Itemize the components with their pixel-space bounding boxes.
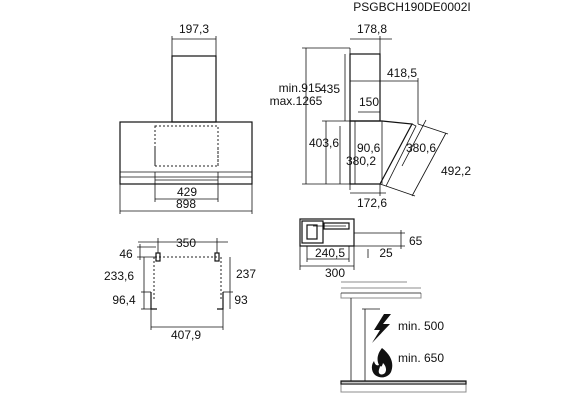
dim-top-height: 65 xyxy=(354,230,423,249)
dim-total-height: min.915 max.1265 xyxy=(270,47,350,185)
dim-top-outer-width: 300 xyxy=(299,246,355,280)
dim-bracket-bottom-width-value: 407,9 xyxy=(171,328,201,342)
dim-top-offset-value: 25 xyxy=(379,246,393,260)
dim-top-inner-width-value: 240,5 xyxy=(315,246,345,260)
dim-bracket-left-bottom-value: 96,4 xyxy=(112,293,136,307)
dim-glass-width-value: 492,2 xyxy=(441,164,471,178)
top-view-body xyxy=(299,218,355,247)
dim-chimney-height: 435 xyxy=(320,54,346,121)
dim-bracket-right-bottom-value: 93 xyxy=(234,293,248,307)
dim-top-inner-width: 240,5 xyxy=(306,246,350,262)
dim-bracket-bottom-width: 407,9 xyxy=(150,309,224,342)
dim-side-depth-top-value: 178,8 xyxy=(357,22,387,36)
dim-inner-width-value: 429 xyxy=(177,185,197,199)
dim-bottom-depth: 172,6 xyxy=(350,184,387,210)
dim-bracket-left-bottom: 96,4 xyxy=(112,292,151,310)
dim-inner-height-value: 380,2 xyxy=(346,154,376,168)
bracket-right xyxy=(217,292,224,310)
dim-top-outer-width-value: 300 xyxy=(325,266,345,280)
dim-outlet-value: 150 xyxy=(359,95,379,109)
dim-bracket-top-offset-value: 46 xyxy=(119,247,133,261)
flame-icon xyxy=(371,348,393,378)
dim-glass-depth-value: 418,5 xyxy=(387,66,417,80)
dim-bracket-right-bottom: 93 xyxy=(229,292,248,309)
front-view: 197,3 429 898 xyxy=(119,22,253,214)
dim-top-height-value: 65 xyxy=(409,234,423,248)
clearance-gas-label: min. 650 xyxy=(398,351,444,365)
dim-bracket-top-width: 350 xyxy=(138,236,228,253)
dim-height-min: min.915 xyxy=(279,81,322,95)
dim-bracket-top-width-value: 350 xyxy=(176,236,196,250)
clearance-view: min. 500 min. 650 xyxy=(340,281,467,393)
dim-top-offset: 25 xyxy=(367,246,393,260)
dim-bracket-left-height: 233,6 xyxy=(104,257,151,293)
reference-code: PSGBCH190DE0002I xyxy=(353,0,470,14)
top-view: 65 25 240,5 300 xyxy=(299,218,423,280)
dim-height-max: max.1265 xyxy=(270,94,323,108)
dim-inner-width: 429 xyxy=(154,184,219,202)
side-chimney xyxy=(349,53,381,122)
clearance-hob xyxy=(340,381,467,393)
dim-chimney-width: 197,3 xyxy=(171,22,217,56)
dim-chimney-height-value: 435 xyxy=(320,82,340,96)
side-glass-panel xyxy=(379,123,417,187)
dim-hood-height-value: 403,6 xyxy=(309,136,339,150)
bracket-view: 350 46 233,6 237 96,4 93 xyxy=(104,236,256,342)
dim-bottom-depth-value: 172,6 xyxy=(357,196,387,210)
lightning-bolt-icon xyxy=(372,314,391,343)
clearance-hood xyxy=(340,281,422,299)
clearance-electric-label: min. 500 xyxy=(398,319,444,333)
front-internal-outline xyxy=(154,125,219,167)
clearance-hob-top xyxy=(340,380,467,385)
dim-canopy-offset-value: 90,6 xyxy=(357,141,381,155)
dim-glass-depth: 418,5 xyxy=(350,66,419,124)
dim-outlet: 150 xyxy=(358,95,380,113)
top-view-inner xyxy=(301,220,324,244)
dim-side-depth-top: 178,8 xyxy=(350,22,392,54)
dim-bracket-left-height-value: 233,6 xyxy=(104,269,134,283)
dim-chimney-width-value: 197,3 xyxy=(179,22,209,36)
dim-bracket-right-height-value: 237 xyxy=(236,267,256,281)
dim-hood-height: 403,6 xyxy=(309,120,350,184)
dim-bracket-top-offset: 46 xyxy=(119,244,156,261)
side-view: 178,8 min.915 max.1265 435 418,5 150 xyxy=(270,22,472,210)
dim-bracket-right-height: 237 xyxy=(223,257,256,293)
dim-total-width-value: 898 xyxy=(176,197,196,211)
dim-total-width: 898 xyxy=(119,184,253,214)
front-chimney xyxy=(171,55,217,123)
top-view-cutout xyxy=(306,224,318,240)
dim-glass-diagonal: 380,6 492,2 xyxy=(385,119,471,197)
front-hood-body xyxy=(119,121,253,185)
dim-inner-height: 380,2 xyxy=(339,126,376,184)
bracket-dashed-outline xyxy=(153,256,222,300)
dim-glass-height-value: 380,6 xyxy=(406,141,436,155)
